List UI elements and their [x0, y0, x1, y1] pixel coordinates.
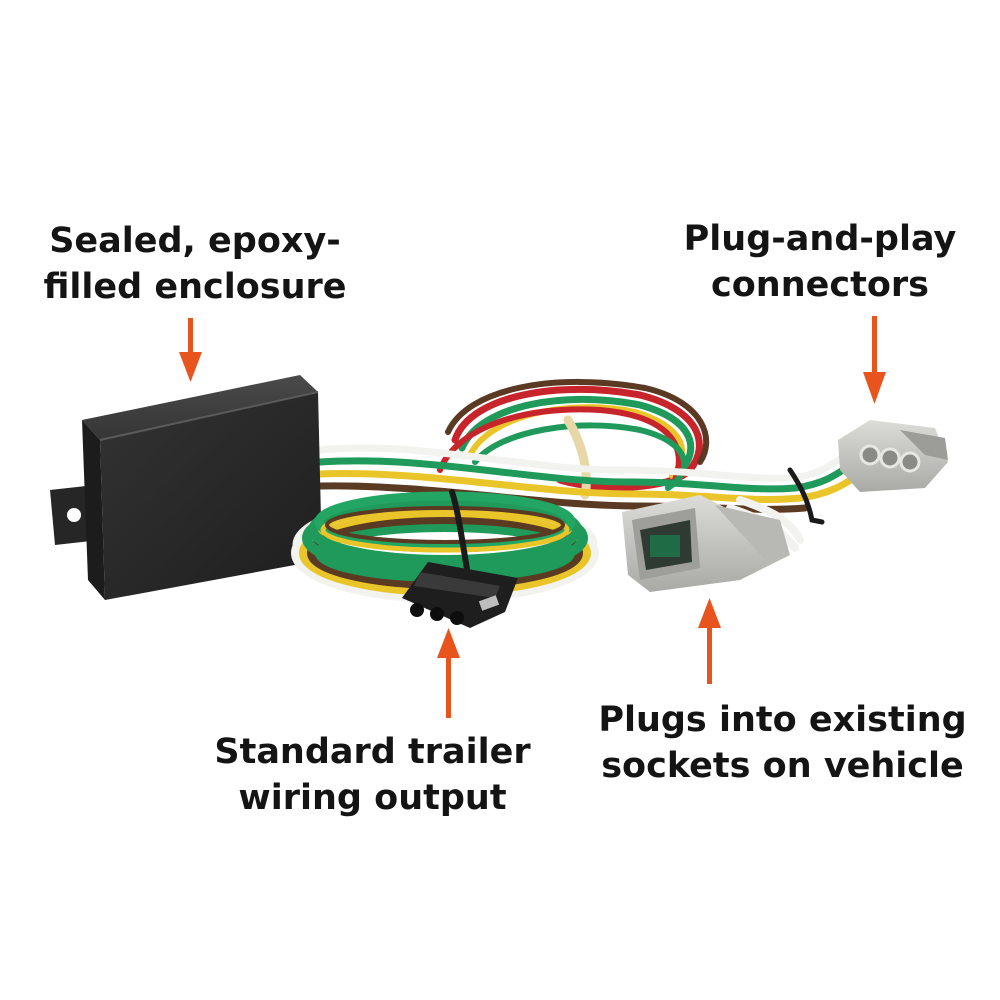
- vehicle-plug-back: [838, 420, 948, 492]
- callout-sockets-line2: sockets on vehicle: [601, 746, 964, 786]
- callout-enclosure-line2: filled enclosure: [43, 267, 347, 307]
- callout-enclosure-line1: Sealed, epoxy-: [49, 221, 341, 261]
- vehicle-plug-front: [622, 495, 790, 592]
- callout-enclosure: Sealed, epoxy- filled enclosure: [30, 218, 360, 310]
- callout-output-line1: Standard trailer: [214, 732, 531, 772]
- arrow-connectors: [863, 316, 886, 404]
- callout-sockets-line1: Plugs into existing: [598, 700, 967, 740]
- callout-connectors: Plug-and-play connectors: [660, 216, 980, 308]
- arrow-output: [437, 628, 460, 718]
- callout-sockets: Plugs into existing sockets on vehicle: [590, 697, 975, 789]
- four-pin-connector: [402, 562, 518, 628]
- zip-tie: [787, 467, 825, 525]
- arrow-sockets: [698, 598, 721, 684]
- callout-output-line2: wiring output: [238, 778, 507, 818]
- callout-connectors-line2: connectors: [711, 265, 929, 305]
- coil-tie: [449, 489, 471, 578]
- rubber-band: [563, 415, 591, 500]
- epoxy-module: [50, 375, 322, 600]
- arrow-enclosure: [179, 318, 202, 382]
- callout-connectors-line1: Plug-and-play: [683, 219, 957, 259]
- callout-output: Standard trailer wiring output: [200, 729, 545, 821]
- wire-bundle-upper: [437, 378, 710, 491]
